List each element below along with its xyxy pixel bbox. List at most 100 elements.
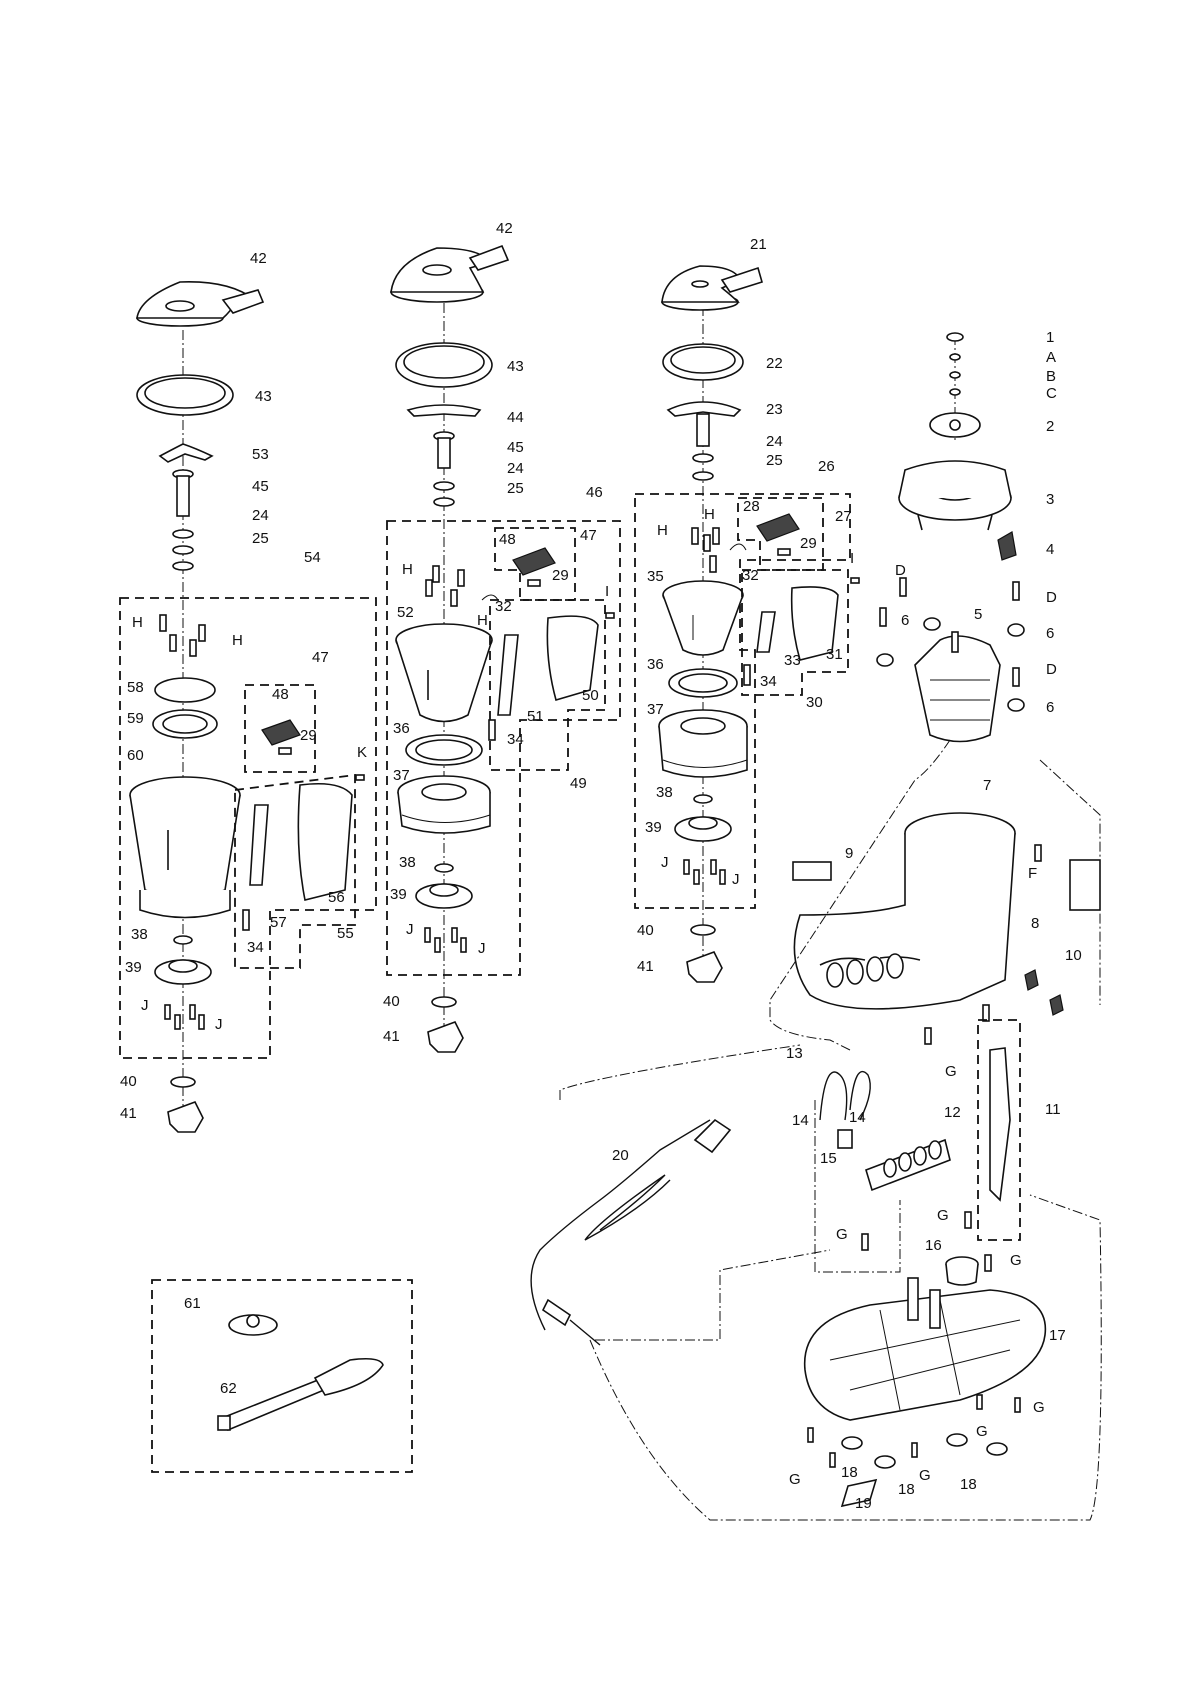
clip-32-right <box>729 543 747 551</box>
part-label-lD1: D <box>895 562 906 579</box>
part-label-l18c: 18 <box>960 1476 977 1493</box>
part-label-lK: K <box>357 744 367 761</box>
part-label-l49: 49 <box>570 775 587 792</box>
part-label-l7: 7 <box>983 777 991 794</box>
screw-g5 <box>984 1254 992 1272</box>
part-label-l17: 17 <box>1049 1327 1066 1344</box>
part-label-l37a: 37 <box>393 767 410 784</box>
o-ring-38-right <box>693 794 713 804</box>
washer-25-left-b <box>172 561 194 571</box>
clip-32-center <box>481 594 499 601</box>
part-label-l2: 2 <box>1046 418 1054 435</box>
screw-g1 <box>982 1004 990 1022</box>
part-label-l12: 12 <box>944 1104 961 1121</box>
gasket-43-center <box>395 342 493 388</box>
part-label-lHb2: H <box>477 612 488 629</box>
tool-61 <box>228 1314 278 1336</box>
part-label-lD2: D <box>1046 589 1057 606</box>
kit-boundary-49 <box>489 599 606 771</box>
part-label-l5: 5 <box>974 606 982 623</box>
part-label-lG3: G <box>937 1207 949 1224</box>
wire-13 <box>819 1070 871 1121</box>
blade-53 <box>158 443 214 463</box>
o-ring-38-center <box>434 863 454 873</box>
part-label-lG5: G <box>1033 1399 1045 1416</box>
clip-10 <box>1024 969 1039 991</box>
gasket-22 <box>662 343 744 381</box>
latch-33 <box>756 611 776 653</box>
part-label-lG8: G <box>919 1467 931 1484</box>
blade-23 <box>666 401 742 417</box>
part-label-lHc2: H <box>704 506 715 523</box>
washer-c <box>949 388 961 396</box>
screws-j-left <box>164 1004 205 1030</box>
handle-56 <box>297 782 353 901</box>
latch-57 <box>249 804 269 886</box>
jug-35 <box>662 580 744 656</box>
housing-assembly <box>792 812 1101 1508</box>
drive-41-left <box>167 1101 204 1133</box>
part-label-l25c: 25 <box>766 452 783 469</box>
part-label-l34c: 34 <box>760 673 777 690</box>
part-label-lHa2: H <box>232 632 243 649</box>
screws-h-left <box>159 614 206 657</box>
part-label-l59: 59 <box>127 710 144 727</box>
part-label-l40b: 40 <box>383 993 400 1010</box>
part-label-l47b: 47 <box>580 527 597 544</box>
part-label-l41b: 41 <box>383 1028 400 1045</box>
screw-i-center <box>605 612 615 619</box>
part-label-l60: 60 <box>127 747 144 764</box>
spring-29-right <box>777 548 791 556</box>
drive-41-center <box>427 1021 464 1053</box>
part-label-lB: B <box>1046 368 1056 385</box>
washer-24-right <box>692 453 714 463</box>
part-label-l55: 55 <box>337 925 354 942</box>
part-label-l6b: 6 <box>1046 625 1054 642</box>
handle-50 <box>546 615 599 701</box>
shaft-23 <box>696 413 710 447</box>
part-label-l32a: 32 <box>495 598 512 615</box>
fan-2 <box>929 412 981 438</box>
washer-24-center <box>433 481 455 491</box>
part-label-l53: 53 <box>252 446 269 463</box>
part-label-lC: C <box>1046 385 1057 402</box>
part-label-lJc1: J <box>661 854 669 871</box>
wire-route-1 <box>769 739 951 1051</box>
part-label-l4: 4 <box>1046 541 1054 558</box>
part-label-l33: 33 <box>784 652 801 669</box>
kit-boundary-47-left <box>244 684 316 773</box>
part-label-lA: A <box>1046 349 1056 366</box>
part-label-l8: 8 <box>1031 915 1039 932</box>
wire-route-4 <box>589 1194 1102 1521</box>
part-label-lJb1: J <box>406 921 414 938</box>
spring-34-right <box>743 664 751 686</box>
part-label-l24c: 24 <box>766 433 783 450</box>
base-37-center <box>397 775 491 834</box>
part-label-l29a: 29 <box>300 727 317 744</box>
screws-d <box>879 577 1020 687</box>
grommet-16 <box>945 1256 979 1286</box>
part-label-lHc1: H <box>657 522 668 539</box>
part-label-l6c: 6 <box>1046 699 1054 716</box>
part-label-l25b: 25 <box>507 480 524 497</box>
part-label-l54: 54 <box>304 549 321 566</box>
lid-42-left <box>136 281 265 327</box>
washer-b <box>949 371 961 379</box>
accessory-box <box>151 1279 413 1473</box>
spring-34-center <box>488 719 496 741</box>
lid-42-center <box>390 244 510 303</box>
screw-i-right <box>850 577 860 584</box>
part-label-l36a: 36 <box>393 720 410 737</box>
part-label-l3: 3 <box>1046 491 1054 508</box>
part-label-l43b: 43 <box>507 358 524 375</box>
kit-boundary-55 <box>234 773 356 969</box>
part-label-lJc2: J <box>732 871 740 888</box>
part-label-l58: 58 <box>127 679 144 696</box>
washer-40-center <box>431 996 457 1008</box>
part-label-lIc: I <box>850 550 854 567</box>
switch-28 <box>756 513 800 542</box>
part-label-l19: 19 <box>855 1495 872 1512</box>
switch-48-left <box>261 719 301 746</box>
kit-boundary-27 <box>737 497 824 571</box>
part-label-l11: 11 <box>1045 1101 1061 1118</box>
